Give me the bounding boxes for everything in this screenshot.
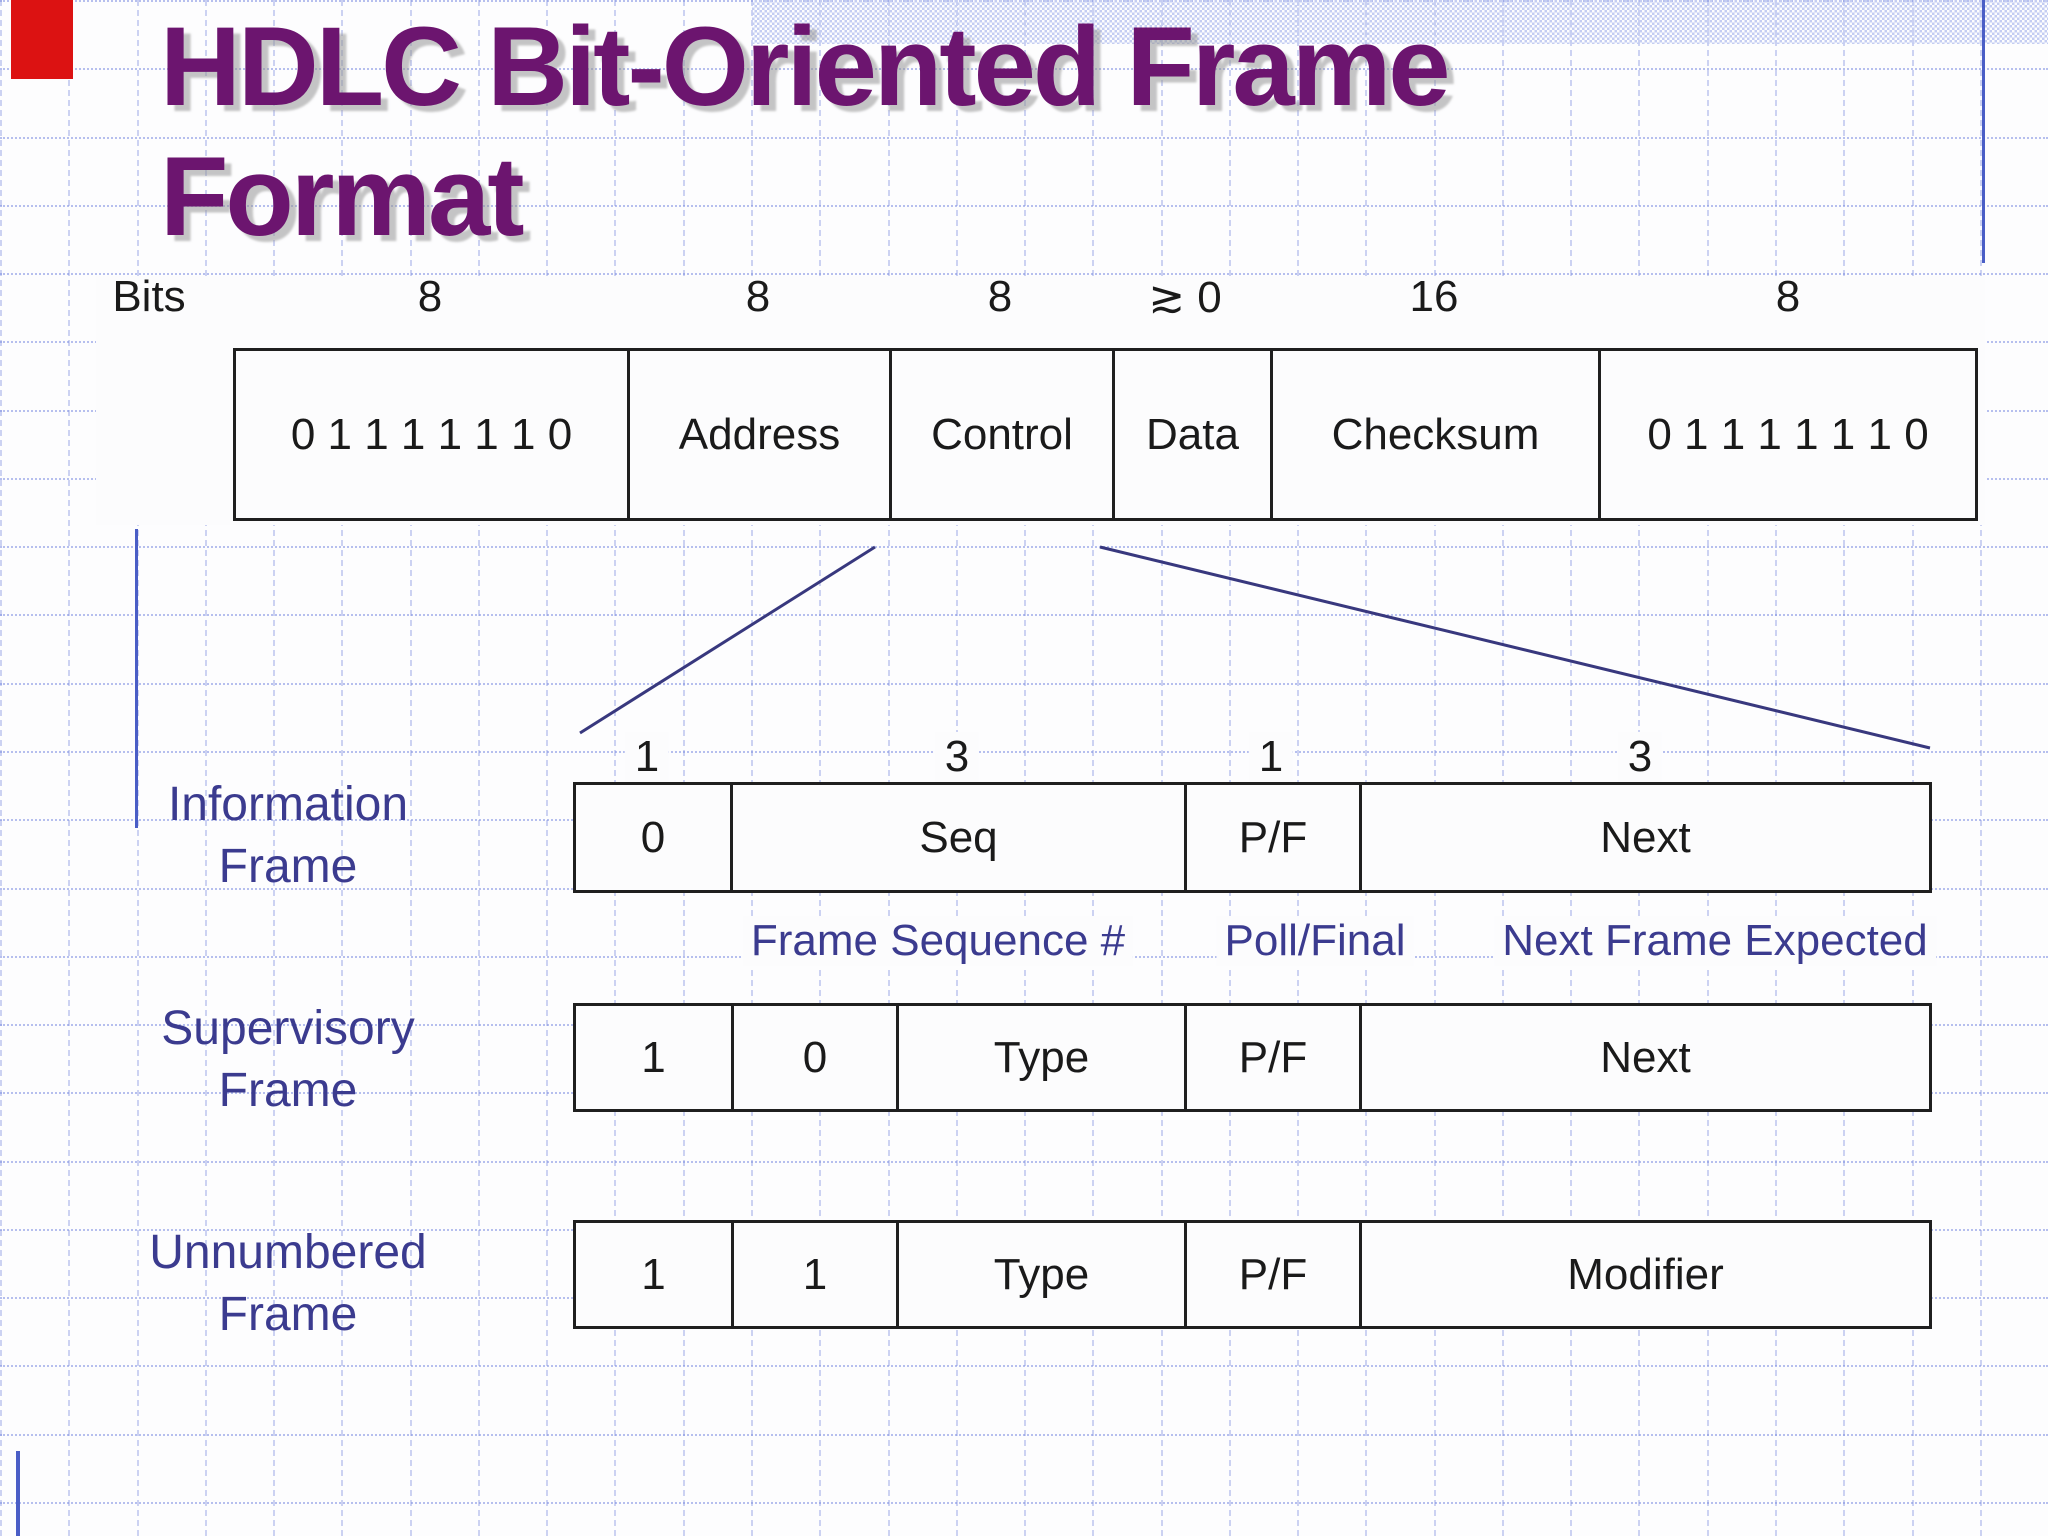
right-diagonal-line <box>1099 545 1931 750</box>
grid-line-vertical <box>750 0 753 1536</box>
left-diagonal-line <box>579 545 876 735</box>
grid-line-horizontal <box>0 1160 2048 1163</box>
grid-line-horizontal <box>0 546 2048 549</box>
bits-caption: Bits <box>112 272 186 321</box>
grid-line-horizontal <box>0 1501 2048 1504</box>
grid-line-vertical <box>0 0 2 1536</box>
bottom-left-accent-line <box>16 1451 20 1536</box>
unn-bit1a-cell: 1 <box>576 1223 734 1326</box>
grid-line-horizontal <box>0 273 2048 276</box>
flag-end-cell: 0 1 1 1 1 1 1 0 <box>1647 409 1929 459</box>
grid-line-vertical <box>341 0 344 1536</box>
grid-line-horizontal <box>0 682 2048 685</box>
bit-width-checksum: 16 <box>1409 272 1459 321</box>
grid-line-vertical <box>1365 0 1368 1536</box>
information-frame-label-line2: Frame <box>218 840 358 893</box>
red-accent-bar <box>11 0 73 79</box>
caption-poll-final: Poll/Final <box>1216 916 1414 966</box>
ctrl-width-4: 3 <box>1617 732 1663 782</box>
unnumbered-frame-label-line1: Unnumbered <box>149 1226 427 1279</box>
left-accent-line <box>135 529 138 828</box>
supervisory-frame-label-line2: Frame <box>218 1064 358 1117</box>
sup-type-cell: Type <box>899 1006 1187 1109</box>
info-pf-cell: P/F <box>1187 785 1362 890</box>
grid-line-horizontal <box>0 68 2048 71</box>
grid-line-vertical <box>887 0 890 1536</box>
sup-bit1-cell: 1 <box>576 1006 734 1109</box>
information-frame-row: 0 Seq P/F Next <box>573 782 1932 893</box>
information-frame-label: Information Frame <box>168 774 408 898</box>
unn-modifier-cell: Modifier <box>1567 1249 1724 1299</box>
bit-width-data: ≳ 0 <box>1148 273 1222 322</box>
grid-line-vertical <box>477 0 480 1536</box>
grid-line-vertical <box>1501 0 1504 1536</box>
info-seq-cell: Seq <box>733 785 1187 890</box>
caption-frame-sequence: Frame Sequence # <box>742 916 1134 966</box>
grid-line-vertical <box>273 0 276 1536</box>
info-next-cell: Next <box>1600 812 1691 862</box>
bit-width-flag2: 8 <box>1775 272 1801 321</box>
grid-line-horizontal <box>0 1433 2048 1436</box>
grid-line-vertical <box>1706 0 1709 1536</box>
checksum-cell: Checksum <box>1273 351 1601 518</box>
supervisory-frame-label-line1: Supervisory <box>161 1002 415 1055</box>
bit-width-address: 8 <box>745 272 771 321</box>
grid-line-horizontal <box>0 136 2048 139</box>
grid-line-vertical <box>1843 0 1846 1536</box>
unn-pf-cell: P/F <box>1187 1223 1362 1326</box>
sup-bit0-cell: 0 <box>734 1006 899 1109</box>
flag-start-cell: 0 1 1 1 1 1 1 0 <box>236 351 630 518</box>
grid-line-vertical <box>409 0 412 1536</box>
grid-line-horizontal <box>0 750 2048 753</box>
halftone-band <box>752 0 2048 44</box>
unnumbered-frame-label: Unnumbered Frame <box>149 1222 427 1346</box>
unnumbered-frame-label-line2: Frame <box>218 1288 358 1341</box>
grid-line-vertical <box>1092 0 1095 1536</box>
ctrl-width-1: 1 <box>624 732 670 782</box>
address-cell: Address <box>630 351 892 518</box>
title-line-2: Format <box>160 134 525 259</box>
caption-next-frame: Next Frame Expected <box>1494 916 1936 966</box>
hdlc-frame-row: 0 1 1 1 1 1 1 0 Address Control Data Che… <box>233 348 1978 521</box>
title-line-1: HDLC Bit-Oriented Frame <box>160 4 1451 129</box>
sup-pf-cell: P/F <box>1187 1006 1362 1109</box>
bit-width-flag1: 8 <box>417 272 443 321</box>
grid-line-horizontal <box>0 1365 2048 1368</box>
grid-line-vertical <box>614 0 617 1536</box>
grid-line-vertical <box>1024 0 1027 1536</box>
ctrl-width-3: 1 <box>1248 732 1294 782</box>
unnumbered-frame-row: 1 1 Type P/F Modifier <box>573 1220 1932 1329</box>
grid-line-vertical <box>1297 0 1300 1536</box>
grid-line-vertical <box>682 0 685 1536</box>
supervisory-frame-label: Supervisory Frame <box>161 998 414 1122</box>
grid-line-vertical <box>1160 0 1163 1536</box>
ctrl-width-2: 3 <box>934 732 980 782</box>
slide-title: HDLC Bit-Oriented Frame Format <box>160 2 1451 262</box>
grid-line-vertical <box>1228 0 1231 1536</box>
grid-line-vertical <box>1570 0 1573 1536</box>
control-cell: Control <box>892 351 1115 518</box>
grid-line-vertical <box>204 0 207 1536</box>
unn-type-cell: Type <box>899 1223 1187 1326</box>
unn-bit1b-cell: 1 <box>734 1223 899 1326</box>
grid-line-horizontal <box>0 204 2048 207</box>
supervisory-frame-row: 1 0 Type P/F Next <box>573 1003 1932 1112</box>
grid-line-vertical <box>819 0 822 1536</box>
grid-line-vertical <box>546 0 549 1536</box>
grid-line-vertical <box>1433 0 1436 1536</box>
sup-next-cell: Next <box>1600 1032 1691 1082</box>
info-bit0-cell: 0 <box>576 785 733 890</box>
right-accent-line <box>1982 0 1985 263</box>
grid-line-vertical <box>1911 0 1914 1536</box>
bit-width-control: 8 <box>987 272 1013 321</box>
data-cell: Data <box>1115 351 1273 518</box>
grid-line-vertical <box>1979 0 1982 1536</box>
grid-line-vertical <box>68 0 71 1536</box>
grid-line-vertical <box>1775 0 1778 1536</box>
grid-line-horizontal <box>0 614 2048 617</box>
information-frame-label-line1: Information <box>167 778 409 831</box>
